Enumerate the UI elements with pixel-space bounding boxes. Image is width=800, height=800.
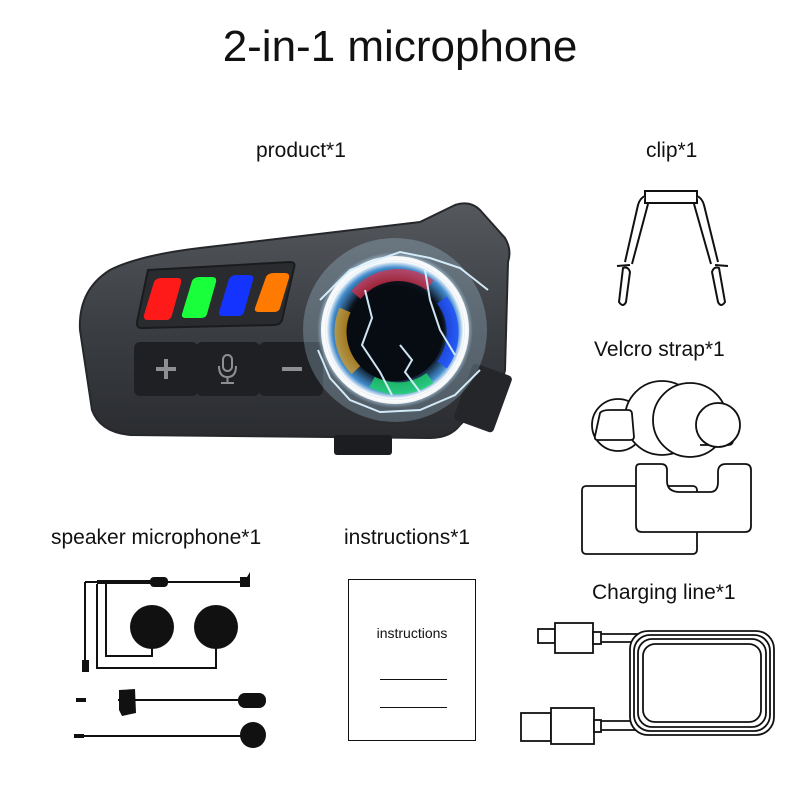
minus-button[interactable] bbox=[259, 342, 323, 396]
microphone-icon bbox=[218, 354, 237, 384]
plus-icon bbox=[156, 359, 176, 379]
product-label: product*1 bbox=[256, 139, 346, 162]
plus-button[interactable] bbox=[134, 342, 198, 396]
booklet-title: instructions bbox=[376, 625, 448, 641]
charging-line-label: Charging line*1 bbox=[592, 581, 736, 604]
instructions-booklet: instructions bbox=[348, 579, 476, 741]
velcro-label: Velcro strap*1 bbox=[594, 338, 725, 361]
instructions-label: instructions*1 bbox=[344, 526, 471, 549]
speaker-microphone-label: speaker microphone*1 bbox=[51, 526, 262, 549]
clip-label: clip*1 bbox=[646, 139, 698, 162]
booklet-line bbox=[380, 679, 447, 680]
page-title: 2-in-1 microphone bbox=[222, 22, 578, 71]
microphone-button[interactable] bbox=[196, 342, 260, 396]
led-indicators bbox=[143, 273, 290, 320]
booklet-line bbox=[380, 707, 447, 708]
